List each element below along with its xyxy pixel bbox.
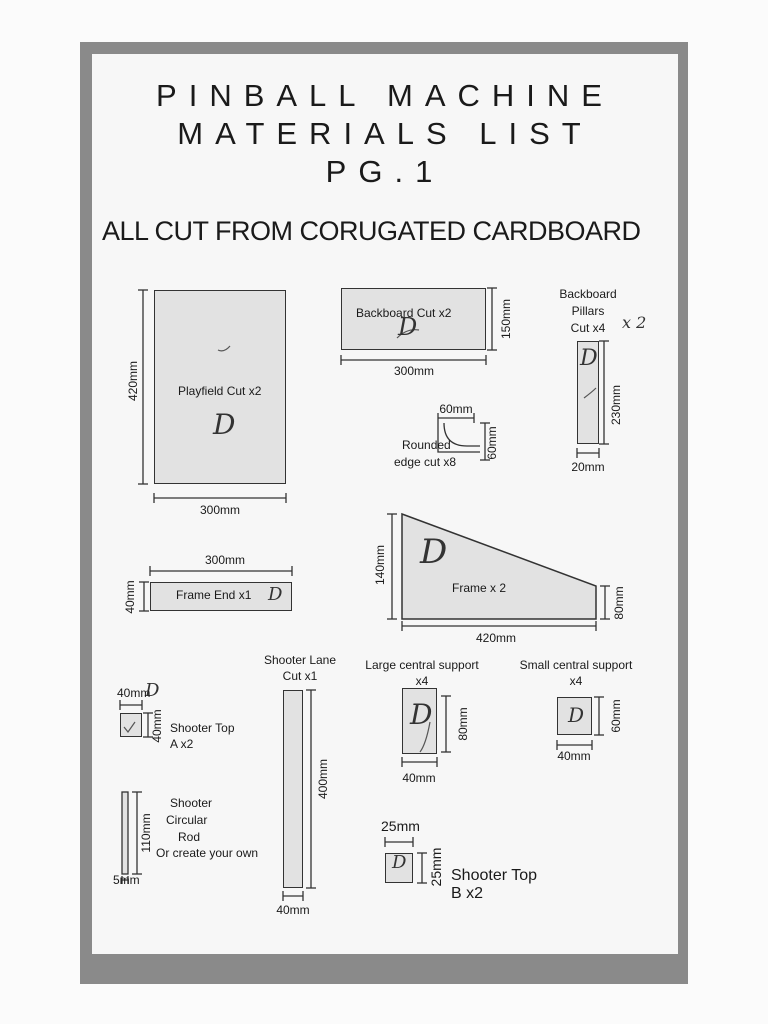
frame-end-width: 300mm xyxy=(204,553,245,567)
small-support-label-2: x4 xyxy=(569,674,583,688)
frame-end-piece xyxy=(150,582,292,611)
shooter-top-a-label-2: A x2 xyxy=(170,737,194,751)
frame-piece xyxy=(401,512,597,620)
pillars-note: x 2 xyxy=(622,313,647,332)
pillars-label-3: Cut x4 xyxy=(570,321,606,335)
handwritten-mark: D xyxy=(420,532,448,572)
frame-height-left: 140mm xyxy=(373,545,387,586)
frame-width: 420mm xyxy=(475,631,516,645)
pillar-piece xyxy=(577,341,599,444)
title-line-1: PINBALL MACHINE xyxy=(156,78,614,113)
large-support-height: 80mm xyxy=(456,707,470,741)
large-support-label-1: Large central support xyxy=(365,658,479,672)
small-support-label-1: Small central support xyxy=(519,658,633,672)
playfield-piece xyxy=(154,290,286,484)
frame-label: Frame x 2 xyxy=(452,581,507,595)
shooter-lane-width: 40mm xyxy=(276,903,310,917)
playfield-label: Playfield Cut x2 xyxy=(178,384,262,398)
handwritten-mark: D xyxy=(580,346,598,371)
pillars-label-1: Backboard xyxy=(559,287,617,301)
backboard-width: 300mm xyxy=(393,364,434,378)
shooter-rod-label-1: Shooter xyxy=(170,796,213,810)
small-support-width: 40mm xyxy=(557,749,591,763)
small-support-piece xyxy=(557,697,592,735)
handwritten-mark: D xyxy=(392,852,407,873)
rounded-width: 60mm xyxy=(439,402,473,416)
backboard-height: 150mm xyxy=(499,299,513,340)
shooter-lane-label-1: Shooter Lane xyxy=(263,653,337,667)
pillars-height: 230mm xyxy=(609,385,623,426)
handwritten-mark: D xyxy=(145,680,160,701)
large-support-piece xyxy=(402,688,437,754)
small-support-height: 60mm xyxy=(609,699,623,733)
large-support-width: 40mm xyxy=(402,771,436,785)
playfield-height: 420mm xyxy=(126,361,140,402)
shooter-top-b-height: 25mm xyxy=(428,847,444,887)
pillars-label-2: Pillars xyxy=(571,304,605,318)
large-support-label-2: x4 xyxy=(415,674,429,688)
shooter-top-b-width: 25mm xyxy=(381,818,420,834)
handwritten-mark: D xyxy=(268,584,283,605)
handwritten-mark: D xyxy=(568,703,585,727)
shooter-rod-label-2: Circular xyxy=(166,813,208,827)
frame-end-height: 40mm xyxy=(123,580,137,614)
shooter-top-a-width: 40mm xyxy=(117,686,151,700)
rounded-label-1: Rounded xyxy=(402,438,451,452)
shooter-rod-width: 5mm xyxy=(113,873,140,887)
title-line-3: PG.1 xyxy=(325,154,445,189)
shooter-top-a-piece xyxy=(120,713,142,737)
shooter-top-a-height: 40mm xyxy=(150,709,164,743)
shooter-rod-height: 110mm xyxy=(139,813,153,853)
playfield-width: 300mm xyxy=(199,503,240,517)
frame-end-label: Frame End x1 xyxy=(176,588,252,602)
rounded-height: 60mm xyxy=(485,426,499,460)
backboard-piece xyxy=(341,288,486,350)
pillars-width: 20mm xyxy=(571,460,605,474)
shooter-top-b-piece xyxy=(385,853,413,883)
shooter-top-b-label-1: Shooter Top xyxy=(451,867,537,884)
frame-height-right: 80mm xyxy=(612,586,626,620)
shooter-rod-label-4: Or create your own xyxy=(156,846,259,860)
backboard-label: Backboard Cut x2 xyxy=(356,306,452,320)
shooter-lane-label-2: Cut x1 xyxy=(282,669,318,683)
handwritten-mark: D xyxy=(398,313,418,341)
document-sheet xyxy=(92,54,678,954)
shooter-top-b-label-2: B x2 xyxy=(451,885,484,902)
rounded-label-2: edge cut x8 xyxy=(394,455,457,469)
shooter-lane-height: 400mm xyxy=(316,759,330,800)
handwritten-mark: D xyxy=(410,698,433,731)
shooter-top-a-label-1: Shooter Top xyxy=(170,721,235,735)
subtitle: ALL CUT FROM CORUGATED CARDBOARD xyxy=(102,216,641,246)
shooter-lane-piece xyxy=(283,690,303,888)
title-line-2: MATERIALS LIST xyxy=(177,116,593,151)
handwritten-mark: D xyxy=(213,408,236,441)
shooter-rod-label-3: Rod xyxy=(178,830,201,844)
